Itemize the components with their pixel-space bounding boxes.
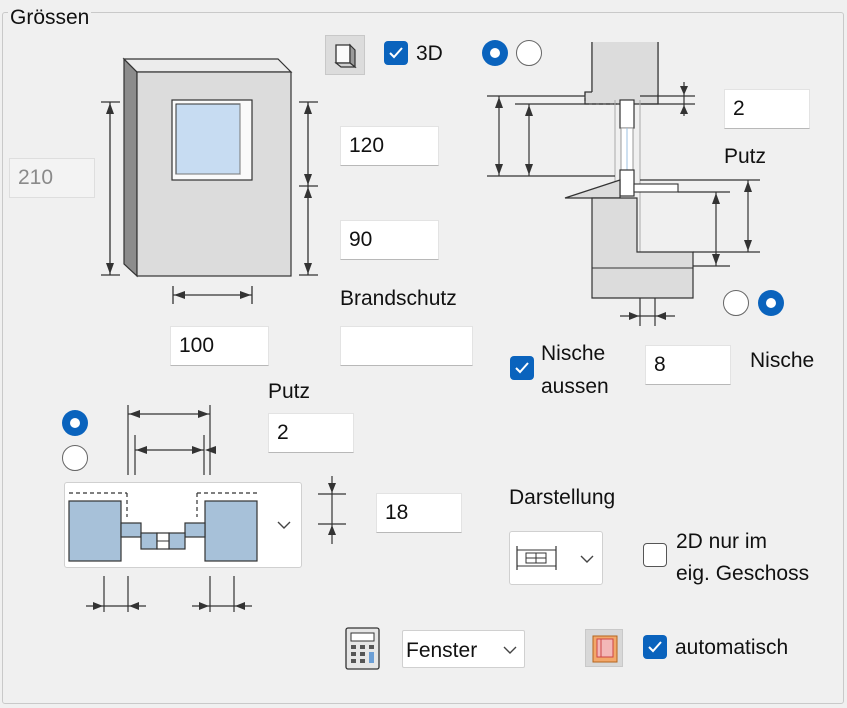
three-d-label: 3D bbox=[416, 42, 443, 65]
nische-aussen-label-1: Nische bbox=[541, 342, 606, 365]
type-select[interactable]: Fenster bbox=[402, 630, 525, 668]
chevron-down-icon bbox=[503, 646, 517, 654]
calculator-icon[interactable] bbox=[345, 627, 381, 671]
darstellung-select[interactable] bbox=[509, 531, 603, 585]
section-radio-1[interactable] bbox=[723, 290, 749, 316]
total-height-field: 210 bbox=[9, 158, 95, 198]
profile-radio-1[interactable] bbox=[62, 410, 88, 436]
profile-width-dimension bbox=[127, 405, 216, 475]
depth-dimension bbox=[318, 476, 346, 544]
cube-view-icon bbox=[334, 43, 357, 69]
chevron-down-icon bbox=[580, 555, 594, 563]
width-field[interactable]: 100 bbox=[170, 326, 269, 366]
darstellung-label: Darstellung bbox=[509, 486, 616, 509]
automatisch-checkbox[interactable] bbox=[643, 635, 667, 659]
automatisch-label: automatisch bbox=[675, 636, 789, 659]
putz-right-label: Putz bbox=[724, 145, 767, 168]
nische-aussen-checkbox[interactable] bbox=[510, 356, 534, 380]
nische-label: Nische bbox=[750, 349, 815, 372]
symbol-display-icon bbox=[516, 546, 557, 570]
window-elevation-drawing bbox=[122, 57, 293, 278]
view-toggle-button[interactable] bbox=[325, 35, 365, 75]
brandschutz-label: Brandschutz bbox=[340, 287, 457, 310]
group-title: Grössen bbox=[8, 6, 92, 30]
view-radio-1[interactable] bbox=[482, 40, 508, 66]
view-radio-2[interactable] bbox=[516, 40, 542, 66]
putz-left-label: Putz bbox=[268, 380, 311, 403]
profile-radio-2[interactable] bbox=[62, 445, 88, 471]
three-d-checkbox[interactable] bbox=[384, 41, 408, 65]
groessen-group bbox=[2, 12, 844, 704]
only-2d-label-2: eig. Geschoss bbox=[676, 562, 810, 585]
profile-depth-field[interactable]: 18 bbox=[376, 493, 462, 533]
color-swatch-icon bbox=[592, 635, 618, 663]
profile-offset-dimension bbox=[86, 576, 252, 612]
chevron-down-icon bbox=[277, 521, 291, 529]
wall-section-drawing bbox=[487, 42, 760, 326]
profile-select[interactable] bbox=[64, 482, 302, 568]
upper-height-field[interactable]: 120 bbox=[340, 126, 439, 166]
color-button[interactable] bbox=[585, 629, 623, 667]
height-dimension bbox=[101, 101, 120, 276]
type-select-value: Fenster bbox=[406, 639, 478, 662]
putz-left-field[interactable]: 2 bbox=[268, 413, 354, 453]
nische-aussen-label-2: aussen bbox=[541, 375, 609, 398]
fire-protection-field[interactable] bbox=[340, 326, 473, 366]
upper-lower-dimension bbox=[299, 101, 318, 276]
putz-top-field[interactable]: 2 bbox=[724, 89, 810, 129]
niche-field[interactable]: 8 bbox=[645, 345, 731, 385]
section-radio-2[interactable] bbox=[758, 290, 784, 316]
width-dimension bbox=[172, 286, 253, 304]
only-2d-checkbox[interactable] bbox=[643, 543, 667, 567]
profile-icon bbox=[68, 492, 259, 562]
only-2d-label-1: 2D nur im bbox=[676, 530, 768, 553]
lower-height-field[interactable]: 90 bbox=[340, 220, 439, 260]
